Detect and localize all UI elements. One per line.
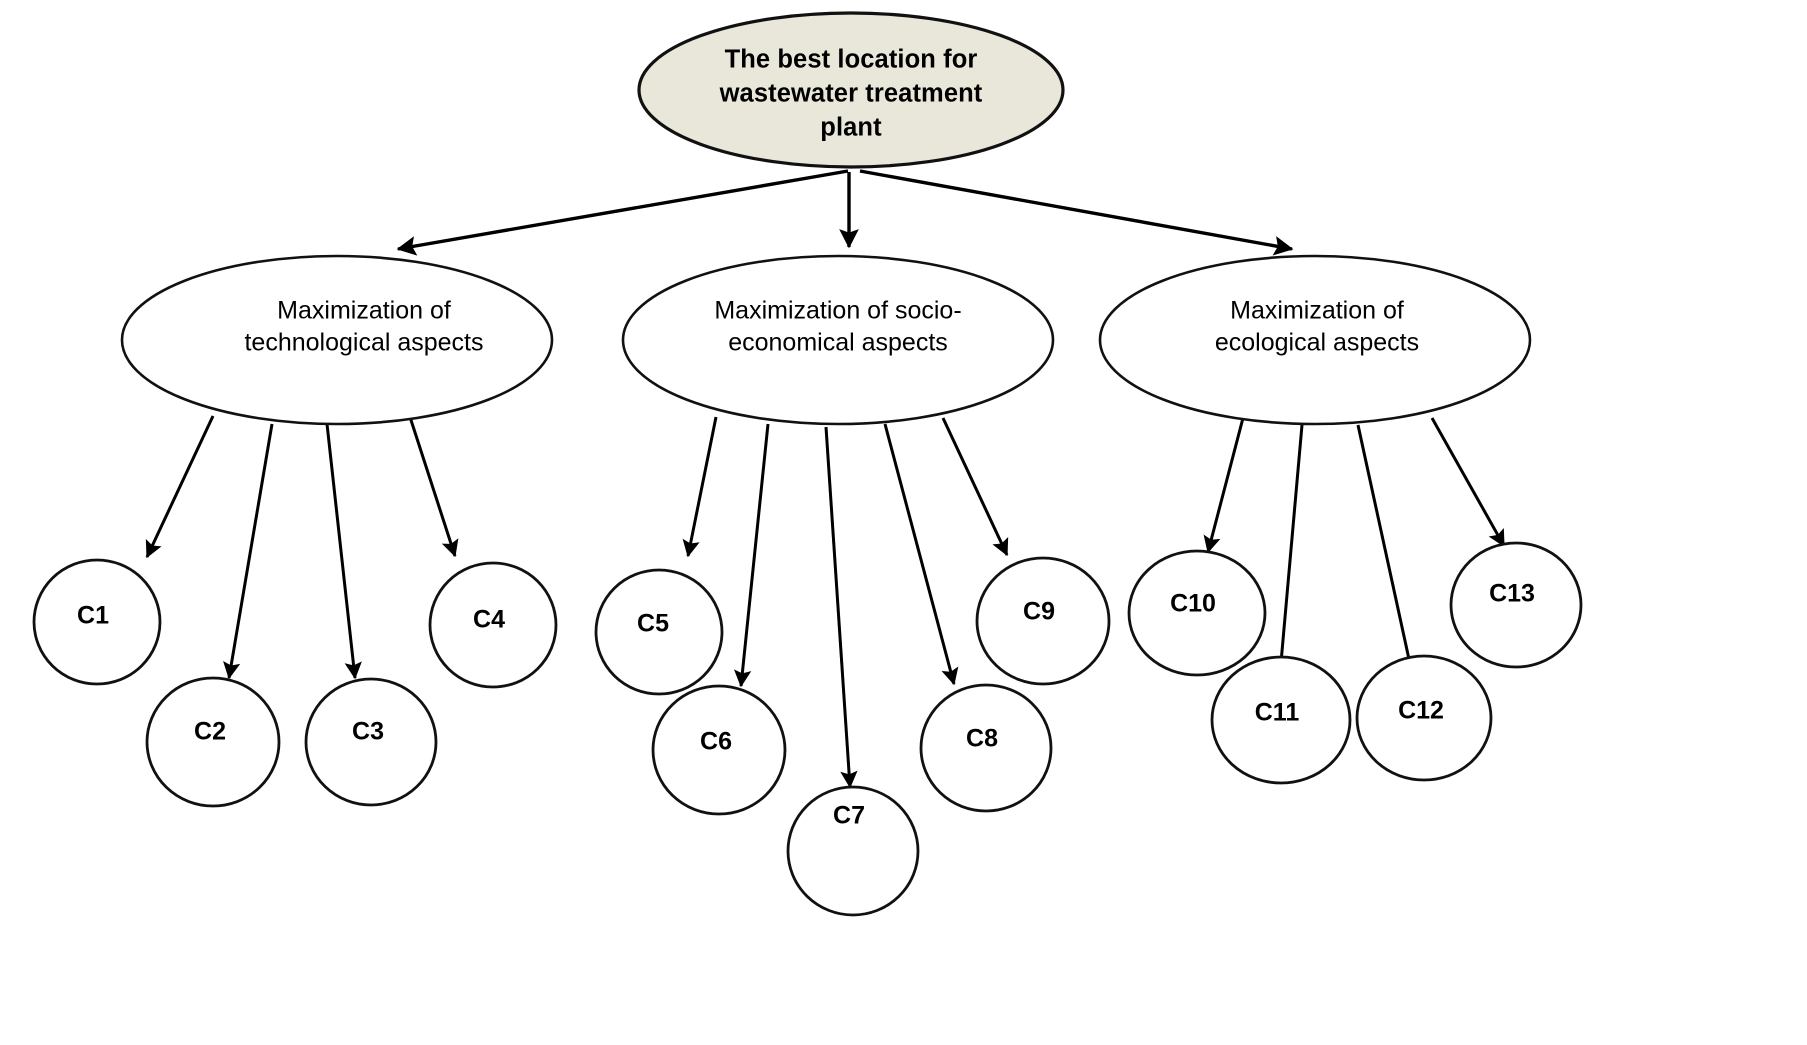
subcriterion-node-c12[interactable]: C12 xyxy=(1357,656,1491,780)
c13-label: C13 xyxy=(1489,580,1535,608)
c9-label: C9 xyxy=(1023,598,1055,626)
c1-circle xyxy=(34,560,160,684)
edge-technological-to-c2 xyxy=(223,423,274,680)
edge-technological-to-c3 xyxy=(325,423,362,680)
edges-goal-to-criteria xyxy=(396,169,1294,256)
c2-label: C2 xyxy=(194,718,226,746)
c8-label: C8 xyxy=(966,725,998,753)
edges-ecological-to-subcriteria xyxy=(1203,417,1506,676)
edges-technological-to-subcriteria xyxy=(145,415,459,680)
c12-label: C12 xyxy=(1398,697,1444,725)
subcriterion-node-c9[interactable]: C9 xyxy=(977,558,1109,684)
subcriterion-node-c4[interactable]: C4 xyxy=(430,563,556,687)
criterion-ecological-ellipse xyxy=(1100,256,1530,424)
edge-ecological-to-c12 xyxy=(1356,424,1418,675)
subcriterion-node-c10[interactable]: C10 xyxy=(1129,551,1265,675)
criterion-node-technological[interactable]: Maximization of technological aspects xyxy=(122,256,552,424)
subcriterion-node-c3[interactable]: C3 xyxy=(306,679,436,805)
edge-technological-to-c4 xyxy=(408,416,459,558)
criterion-node-ecological[interactable]: Maximization of ecological aspects xyxy=(1100,256,1530,424)
c1-label: C1 xyxy=(77,602,109,630)
c10-circle xyxy=(1129,551,1265,675)
criterion-ecological-label-line-2: ecological aspects xyxy=(1215,329,1419,357)
subcriterion-node-c13[interactable]: C13 xyxy=(1451,543,1581,667)
goal-ellipse xyxy=(639,13,1063,167)
criterion-ecological-label-line-1: Maximization of xyxy=(1230,297,1404,325)
c5-circle xyxy=(596,570,722,694)
c6-label: C6 xyxy=(700,728,732,756)
subcriterion-node-c7[interactable]: C7 xyxy=(788,787,918,915)
edge-socio-to-c9 xyxy=(941,417,1009,557)
c9-circle xyxy=(977,558,1109,684)
criterion-technological-ellipse xyxy=(122,256,552,424)
subcriterion-node-c2[interactable]: C2 xyxy=(147,678,279,806)
criterion-technological-label-line-1: Maximization of xyxy=(277,297,451,325)
goal-label-line-3: plant xyxy=(820,114,882,142)
edge-socio-to-c6 xyxy=(733,423,770,688)
goal-label-line-1: The best location for xyxy=(725,46,978,74)
c3-circle xyxy=(306,679,436,805)
subcriterion-node-c8[interactable]: C8 xyxy=(921,685,1051,811)
goal-label-line-2: wastewater treatment xyxy=(719,80,983,108)
c6-circle xyxy=(653,686,785,814)
c4-circle xyxy=(430,563,556,687)
c12-circle xyxy=(1357,656,1491,780)
subcriterion-node-c6[interactable]: C6 xyxy=(653,686,785,814)
edge-technological-to-c1 xyxy=(145,415,215,559)
subcriterion-node-c1[interactable]: C1 xyxy=(34,560,160,684)
edge-goal-to-ecological xyxy=(859,169,1294,256)
c7-circle xyxy=(788,787,918,915)
edge-socio-to-c8 xyxy=(883,423,959,686)
criterion-socio-economical-label-line-2: economical aspects xyxy=(728,329,948,357)
c11-circle xyxy=(1212,657,1350,783)
edge-socio-to-c7 xyxy=(824,426,858,789)
c13-circle xyxy=(1451,543,1581,667)
c3-label: C3 xyxy=(352,718,384,746)
criterion-socio-economical-label-line-1: Maximization of socio- xyxy=(714,297,961,325)
edge-goal-to-technological xyxy=(396,169,849,256)
subcriterion-node-c5[interactable]: C5 xyxy=(596,570,722,694)
edge-ecological-to-c13 xyxy=(1430,417,1506,548)
edge-ecological-to-c10 xyxy=(1203,417,1245,554)
c10-label: C10 xyxy=(1170,590,1216,618)
goal-node[interactable]: The best location for wastewater treatme… xyxy=(639,13,1063,167)
edge-ecological-to-c11 xyxy=(1272,424,1304,676)
c8-circle xyxy=(921,685,1051,811)
c4-label: C4 xyxy=(473,606,505,634)
criterion-technological-label-line-2: technological aspects xyxy=(244,329,483,357)
c11-label: C11 xyxy=(1255,699,1300,727)
c7-label: C7 xyxy=(833,802,865,830)
edge-socio-to-c5 xyxy=(682,416,718,558)
c5-label: C5 xyxy=(637,610,669,638)
edges-socio-economical-to-subcriteria xyxy=(682,416,1009,789)
criterion-node-socio-economical[interactable]: Maximization of socio- economical aspect… xyxy=(623,256,1053,424)
subcriterion-node-c11[interactable]: C11 xyxy=(1212,657,1350,783)
criterion-socio-economical-ellipse xyxy=(623,256,1053,424)
c2-circle xyxy=(147,678,279,806)
